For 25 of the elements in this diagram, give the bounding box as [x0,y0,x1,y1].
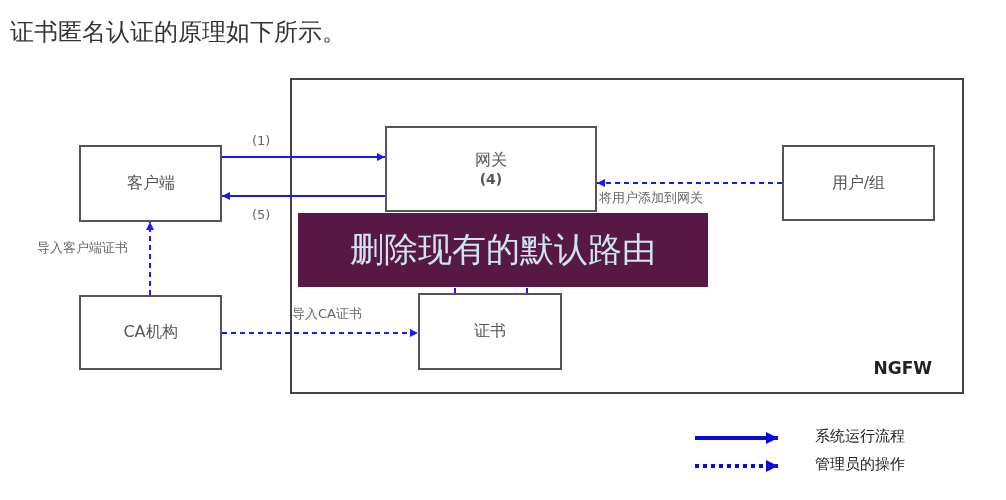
arrow [596,179,783,187]
edge-label: 将用户添加到网关 [599,190,703,207]
arrow [221,192,386,200]
arrow [221,153,386,161]
banner-box [298,213,708,287]
title: 证书匿名认证的原理如下所示。 [10,17,346,48]
edge-label: 导入CA证书 [292,306,362,323]
arrow [146,221,154,296]
legend-text: 管理员的操作 [815,455,905,474]
banner-text: 删除现有的默认路由 [350,228,656,271]
node-label: CA机构 [123,322,178,343]
node-label: 证书 [474,321,506,342]
device-frame [290,78,964,394]
process-box [782,145,935,221]
process-box [385,126,597,212]
process-box [79,295,222,370]
node-label: 用户/组 [831,172,886,194]
legend-text: 系统运行流程 [815,427,905,446]
arrow [221,329,419,337]
process-box [79,145,222,222]
process-box [418,293,562,370]
node-label: 客户端 [126,173,175,194]
node-label: 网关 [475,149,507,171]
device-label: NGFW [873,358,932,378]
node-label: (4) [479,170,503,189]
